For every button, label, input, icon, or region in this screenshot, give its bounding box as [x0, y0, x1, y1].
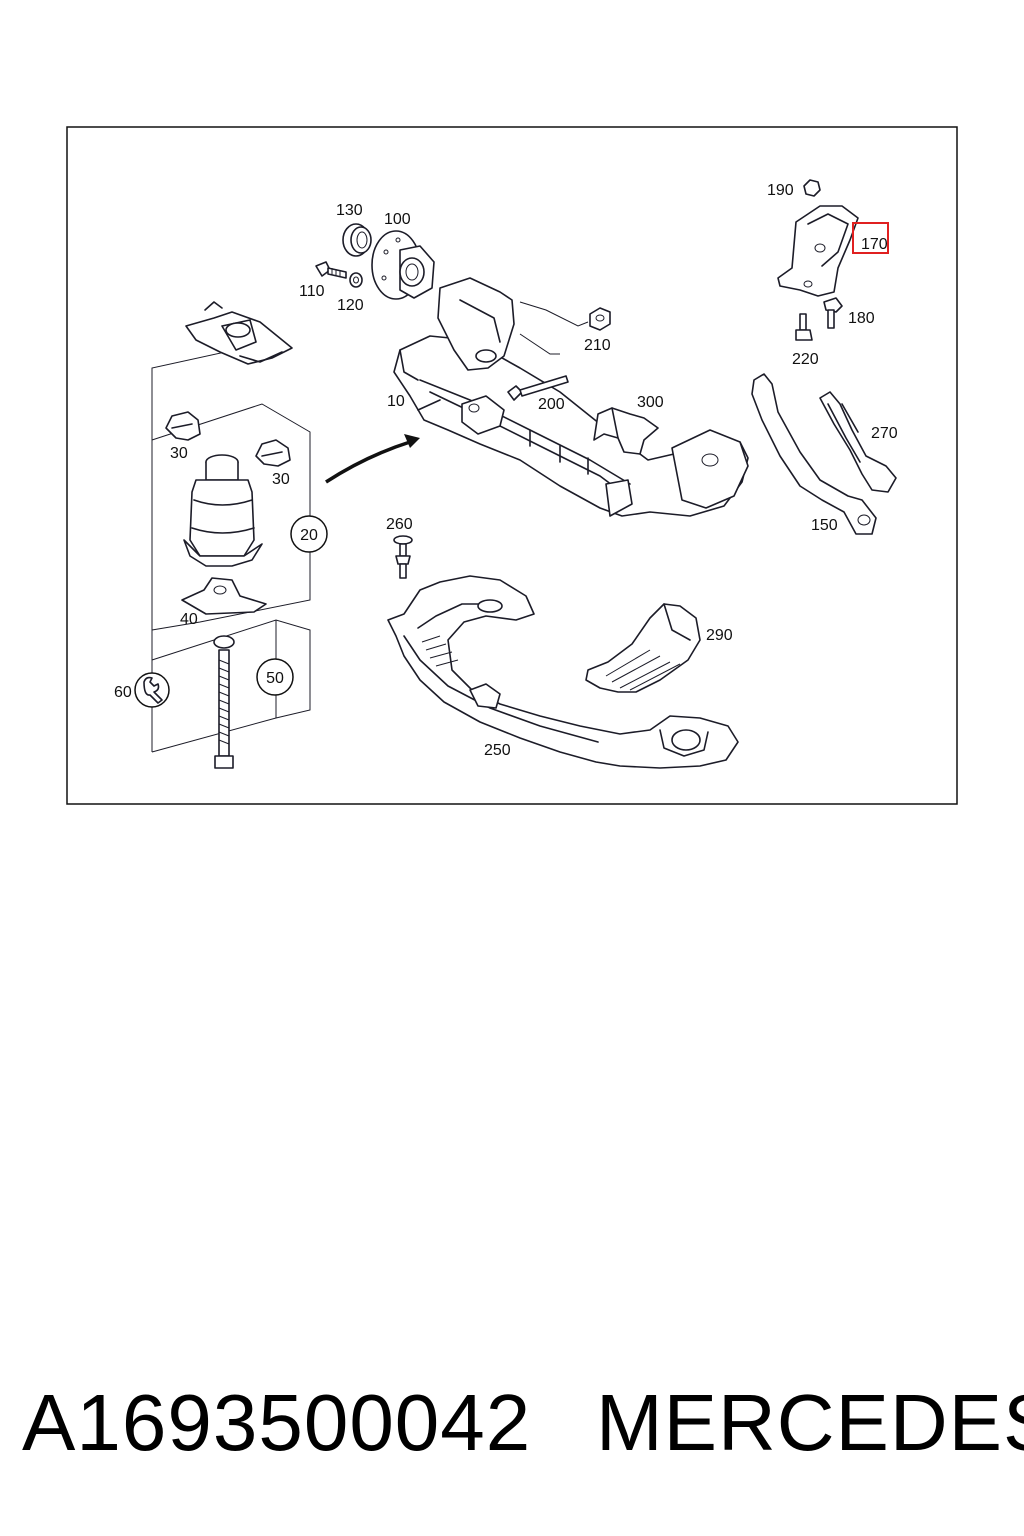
lower-subframe-250-part [387, 575, 739, 769]
label-150: 150 [811, 517, 838, 534]
wheel-hub-group: 130 100 110 120 [299, 202, 435, 314]
control-arm-150-part [751, 373, 877, 535]
bracket-part-40 [181, 577, 267, 615]
label-10: 10 [387, 393, 405, 410]
push-rivet-260-part [393, 535, 413, 579]
label-40: 40 [180, 611, 198, 628]
washer-part [349, 272, 363, 288]
bolt-220-part [795, 313, 813, 341]
mount-assembly-group: 20 30 30 40 50 60 [114, 301, 328, 769]
bracket-170-part [777, 205, 859, 297]
rubber-mount-part [183, 454, 263, 567]
label-190: 190 [767, 182, 794, 199]
arm-270-part [819, 391, 897, 493]
label-120: 120 [337, 297, 364, 314]
top-mount-plate [185, 301, 293, 365]
callout-circle-20 [290, 515, 328, 553]
bolt-180-part [823, 297, 843, 329]
label-60: 60 [114, 684, 132, 701]
wrench-icon [143, 676, 163, 704]
label-250: 250 [484, 742, 511, 759]
label-270: 270 [871, 425, 898, 442]
label-50: 50 [266, 670, 284, 687]
label-130: 130 [336, 202, 363, 219]
clip-part-30-left [165, 411, 201, 441]
engine-bracket-group: 190 180 220 170 [767, 179, 889, 368]
clip-part-30-right [255, 439, 291, 467]
wheel-hub-part [371, 230, 435, 300]
label-300: 300 [637, 394, 664, 411]
label-220: 220 [792, 351, 819, 368]
label-180: 180 [848, 310, 875, 327]
callout-circle-50 [256, 658, 294, 696]
label-30-right: 30 [272, 471, 290, 488]
part-number: A1693500042 [22, 1378, 532, 1467]
long-bolt-200-part [507, 375, 569, 401]
label-260: 260 [386, 516, 413, 533]
direction-arrow [325, 434, 420, 484]
label-200: 200 [538, 396, 565, 413]
hub-bolt-part [315, 261, 347, 279]
long-bolt-part [213, 635, 235, 769]
label-30-left: 30 [170, 445, 188, 462]
highlight-box-170 [852, 222, 889, 254]
footer: A1693500042 MERCEDES [0, 1368, 1024, 1478]
nut-190-part [803, 179, 821, 197]
brand-name: MERCEDES [596, 1378, 1024, 1467]
cover-290-part [585, 603, 701, 693]
main-subframe-part [393, 277, 749, 517]
nut-210-part [589, 307, 611, 331]
label-170: 170 [861, 236, 888, 253]
bearing-ring-part [342, 223, 372, 257]
label-100: 100 [384, 211, 411, 228]
label-110: 110 [299, 283, 325, 300]
label-210: 210 [584, 337, 611, 354]
label-290: 290 [706, 627, 733, 644]
label-20: 20 [300, 527, 318, 544]
bracket-300-part [593, 407, 659, 455]
